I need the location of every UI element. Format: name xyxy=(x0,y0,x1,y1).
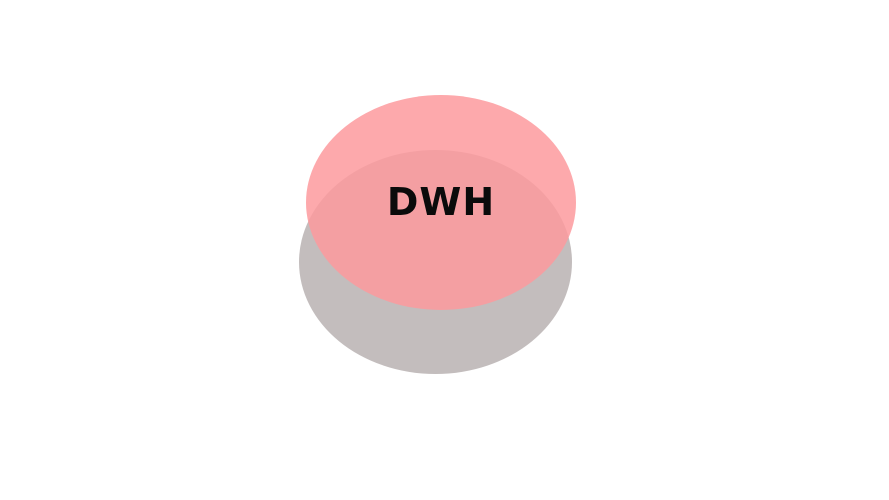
top-ellipse xyxy=(306,95,576,310)
dwh-label: DWH xyxy=(386,179,496,224)
